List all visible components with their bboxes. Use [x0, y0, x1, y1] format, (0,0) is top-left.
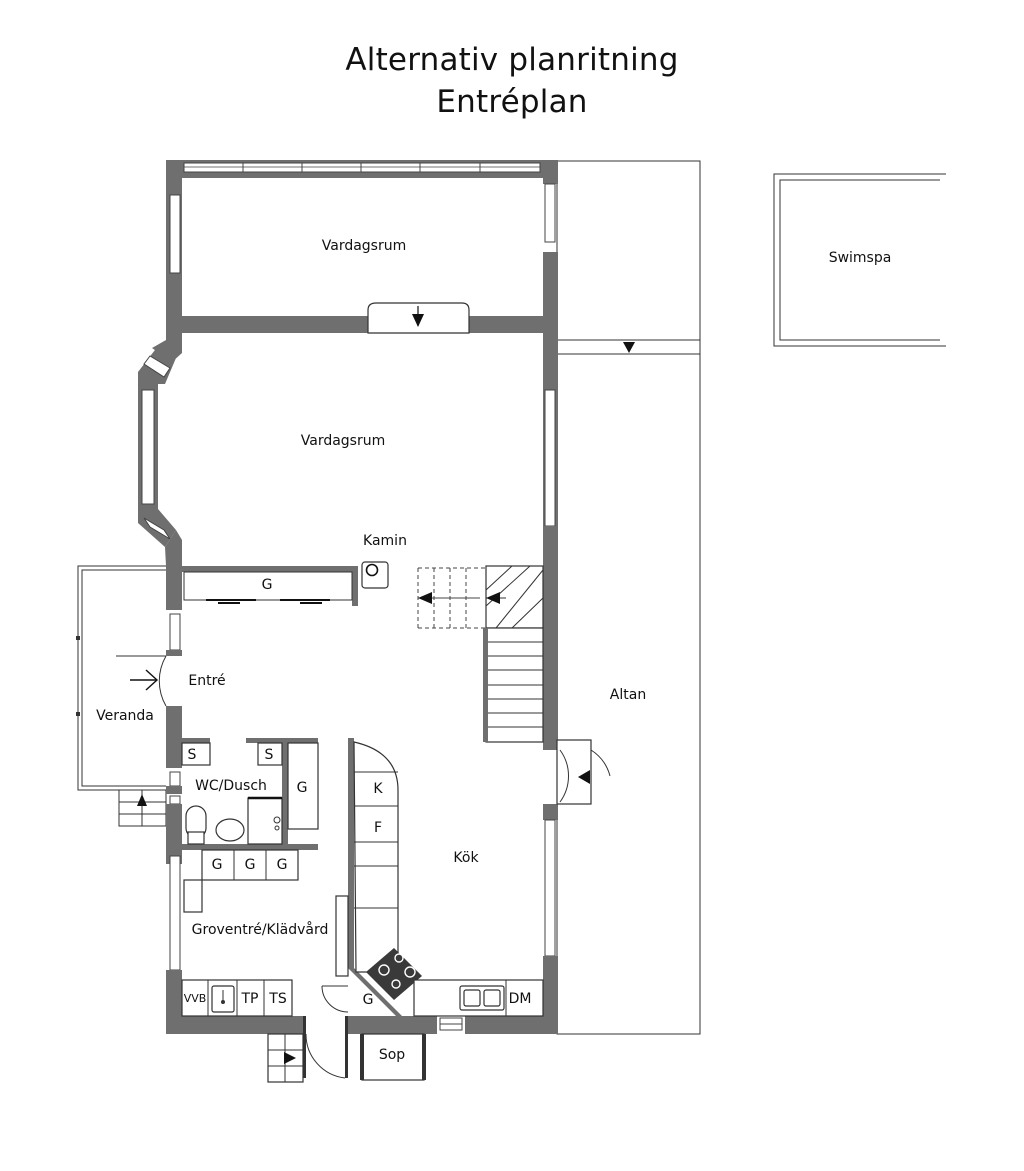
f-label: F — [374, 820, 382, 836]
ts-label: TS — [268, 991, 287, 1007]
kitchen-closet-label: G — [363, 992, 374, 1008]
wc-fixtures — [181, 742, 319, 845]
kamin: Kamin — [361, 533, 407, 589]
swimspa-label: Swimspa — [829, 250, 892, 266]
entrance-door — [116, 655, 167, 707]
entre-label: Entré — [188, 673, 225, 689]
laundry-counter — [181, 979, 293, 1017]
altan-door — [556, 739, 611, 805]
veranda-label: Veranda — [96, 708, 154, 724]
kitchen-fixtures — [335, 741, 544, 1017]
hall-closet-label: G — [262, 577, 273, 593]
lower-doors — [267, 985, 426, 1083]
s1-label: S — [188, 747, 197, 763]
kok-label: Kök — [453, 850, 479, 866]
g1-label: G — [212, 857, 223, 873]
plan-title: Alternativ planritning — [345, 42, 679, 78]
swimspa — [773, 173, 946, 347]
wc-closet-label: G — [297, 780, 308, 796]
utility-closets — [183, 849, 299, 913]
groventre-label: Groventré/Klädvård — [192, 921, 329, 938]
tp-label: TP — [241, 991, 259, 1007]
dm-label: DM — [509, 991, 532, 1007]
vvb-label: VVB — [184, 992, 207, 1005]
veranda — [76, 565, 167, 827]
s2-label: S — [265, 747, 274, 763]
g3-label: G — [277, 857, 288, 873]
k-label: K — [373, 781, 383, 797]
staircase — [417, 565, 544, 743]
room-labels: Vardagsrum Vardagsrum Swimspa Altan Entr… — [96, 238, 891, 1063]
walls — [138, 160, 558, 1078]
vardagsrum-upper-label: Vardagsrum — [322, 238, 407, 254]
wc-label: WC/Dusch — [195, 778, 267, 794]
altan-label: Altan — [610, 687, 646, 703]
hall-closet: G — [183, 571, 353, 604]
altan-deck — [556, 160, 701, 1035]
sop-label: Sop — [379, 1047, 405, 1063]
plan-subtitle: Entréplan — [436, 84, 588, 120]
g2-label: G — [245, 857, 256, 873]
vardagsrum-lower-label: Vardagsrum — [301, 433, 386, 449]
kamin-label: Kamin — [363, 533, 407, 549]
